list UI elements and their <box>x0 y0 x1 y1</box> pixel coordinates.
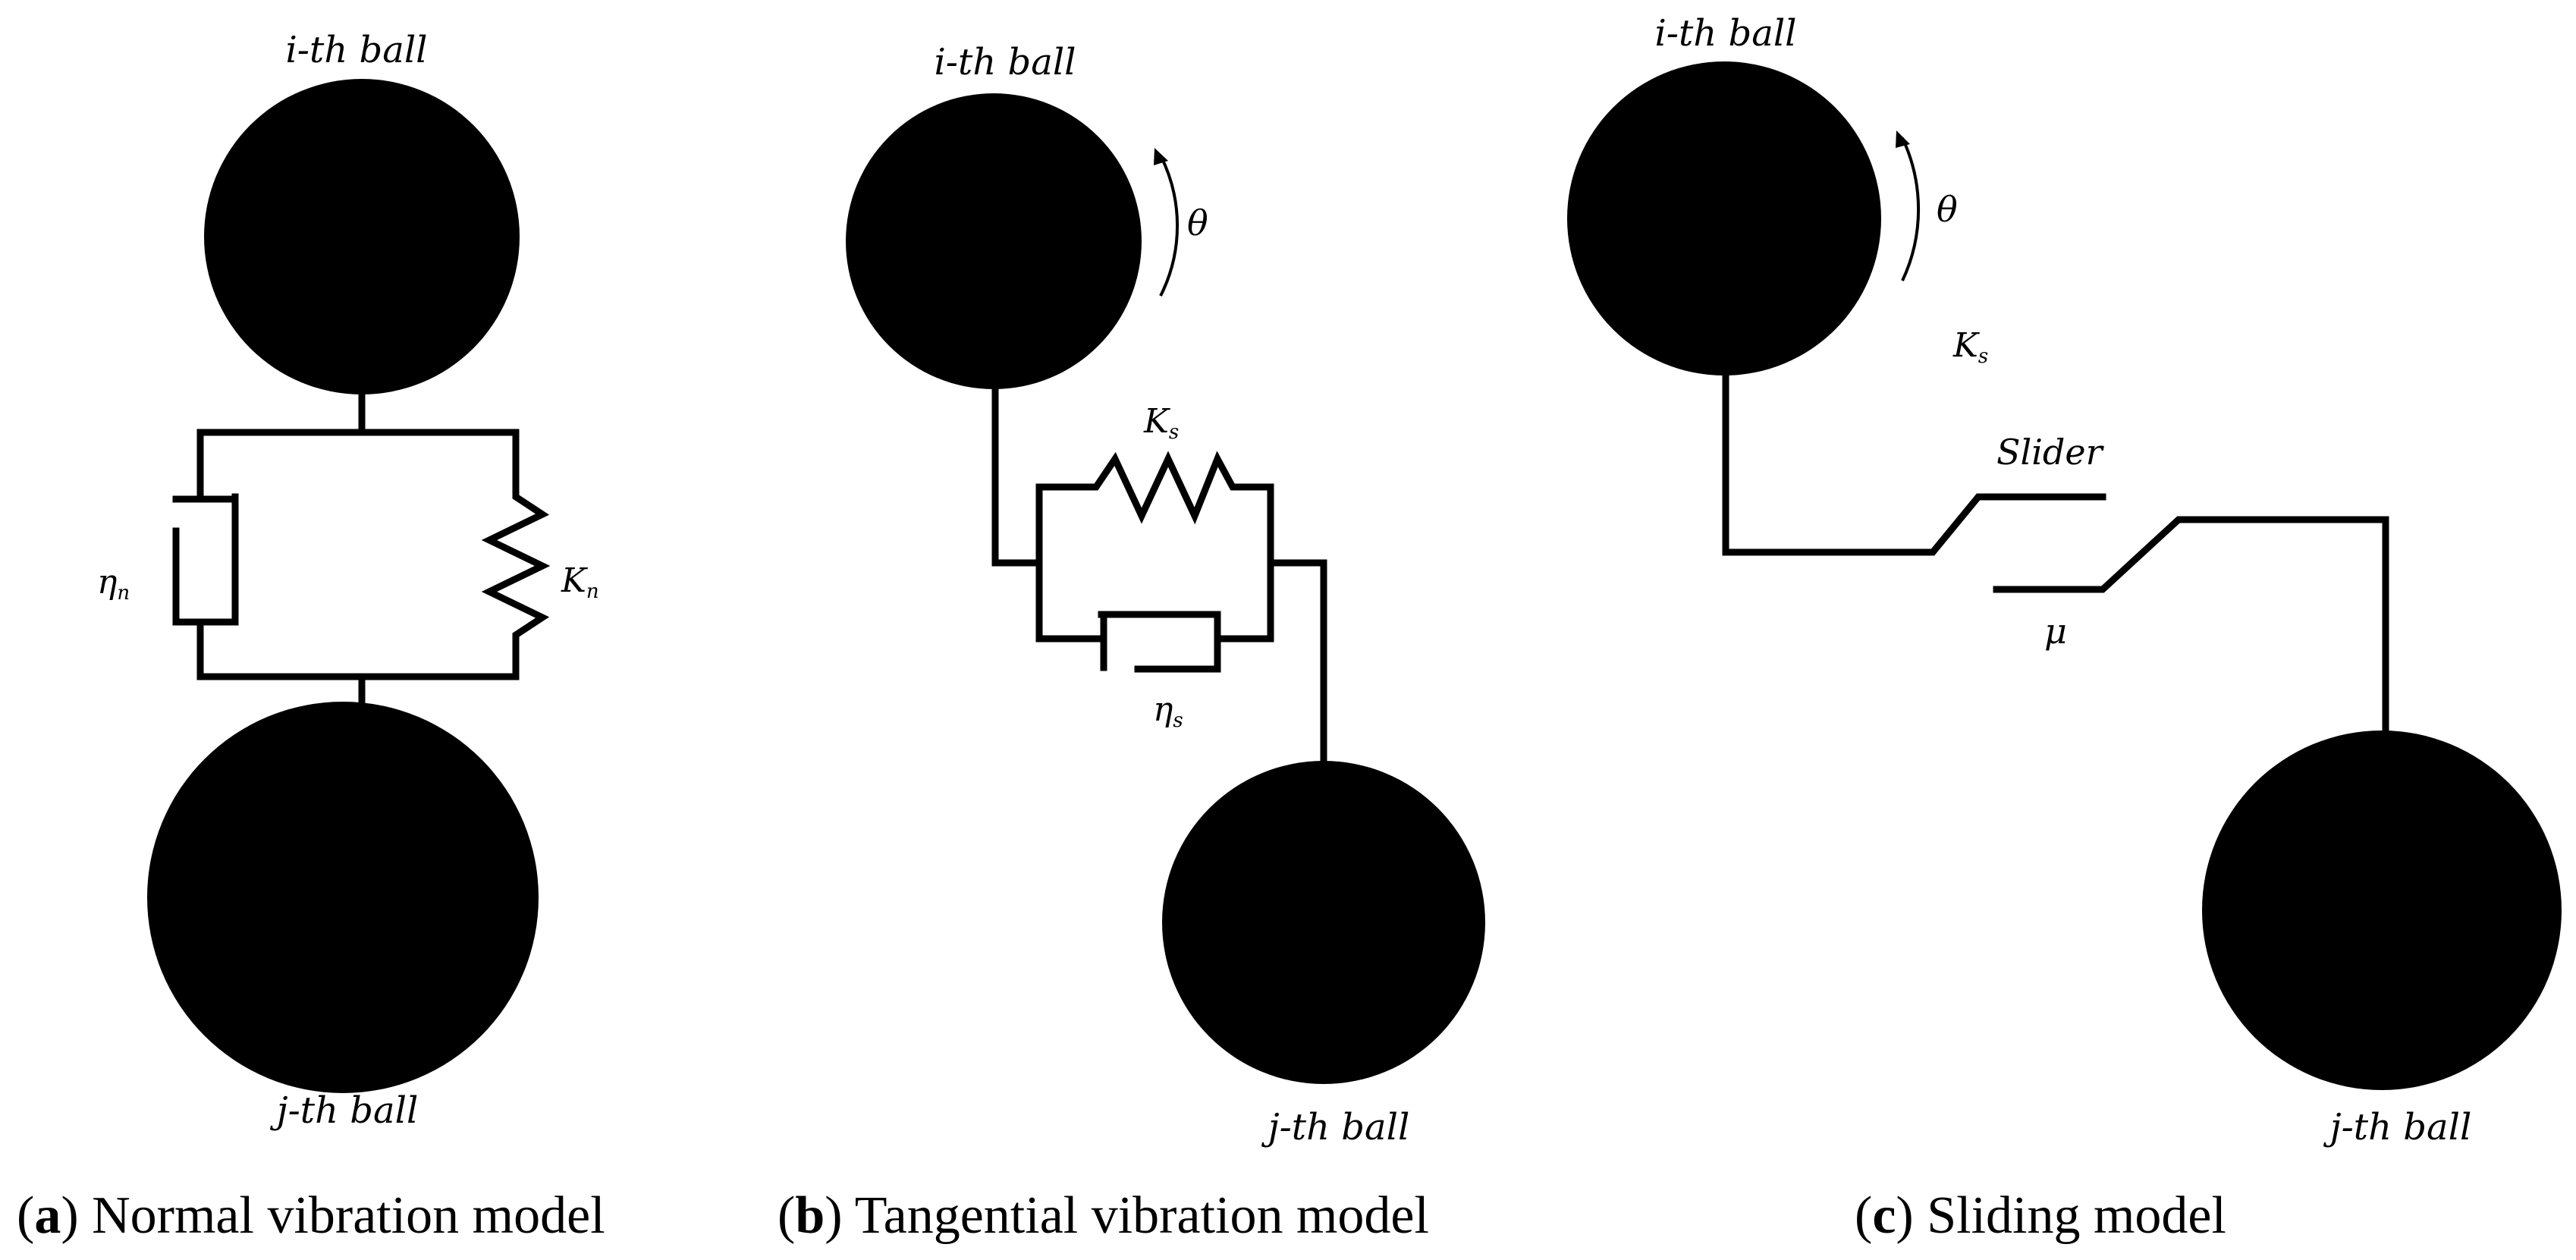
b-spring <box>1035 451 1274 525</box>
a-j-th-ball <box>147 702 539 1093</box>
c-slider-upper-arm <box>1722 372 2106 556</box>
c-i-th-ball <box>1567 61 1881 375</box>
b-rotation-arrow <box>1159 155 1179 297</box>
panel-b: i-th ball θ j-th ball Ks ηs (b) Tangenti… <box>778 41 1485 1245</box>
panel-c: i-th ball θ Ks Slider μ j-th ball (c) Sl… <box>1567 12 2562 1245</box>
a-caption: (a) Normal vibration model <box>17 1186 605 1245</box>
c-mu-label: μ <box>2044 611 2067 652</box>
b-j-th-ball-label: j-th ball <box>1261 1106 1410 1148</box>
b-damper-cylinder <box>1098 611 1221 673</box>
b-j-th-ball <box>1162 761 1485 1084</box>
b-theta-label: θ <box>1187 203 1208 244</box>
c-spring-label: Ks <box>1952 326 1988 368</box>
c-theta-label: θ <box>1937 189 1958 230</box>
b-spring-label: Ks <box>1143 402 1179 444</box>
panel-a: i-th ball j-th ball ηn Kn (a) Normal vib… <box>17 29 605 1245</box>
a-i-th-ball-label: i-th ball <box>285 29 427 71</box>
c-rotation-arrow <box>1901 137 1921 281</box>
b-bottom-link <box>1267 559 1327 771</box>
a-i-th-ball <box>204 79 520 394</box>
a-damper-label: ηn <box>97 563 130 605</box>
c-slider-label: Slider <box>1996 432 2105 473</box>
b-i-th-ball-label: i-th ball <box>934 41 1076 83</box>
a-spring-label: Kn <box>561 561 599 603</box>
c-i-th-ball-label: i-th ball <box>1654 12 1796 55</box>
b-top-link <box>991 383 1043 567</box>
a-spring <box>481 429 551 680</box>
c-j-th-ball <box>2202 731 2562 1090</box>
a-j-th-ball-label: j-th ball <box>270 1089 419 1132</box>
b-i-th-ball <box>846 93 1142 389</box>
a-damper-cylinder <box>172 493 239 626</box>
c-caption: (c) Sliding model <box>1855 1186 2226 1245</box>
c-j-th-ball-label: j-th ball <box>2323 1106 2472 1148</box>
b-rotation-arrowhead <box>1154 148 1168 165</box>
b-caption: (b) Tangential vibration model <box>778 1186 1429 1245</box>
c-slider-lower-arm <box>1993 516 2389 736</box>
c-rotation-arrowhead <box>1896 130 1910 148</box>
b-damper-label: ηs <box>1153 690 1183 732</box>
